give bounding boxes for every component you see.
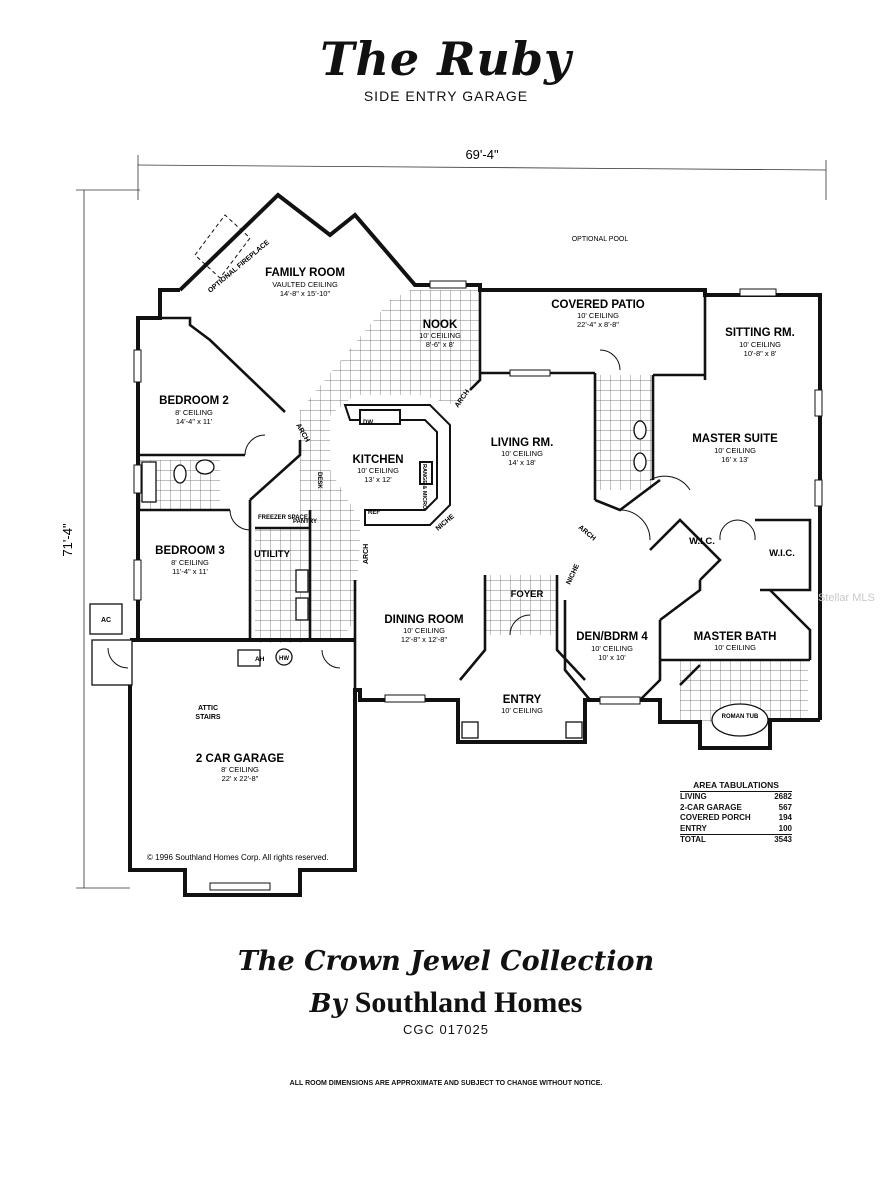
area-tabulations-title: AREA TABULATIONS	[680, 780, 792, 792]
arch-label-4: ARCH	[577, 524, 597, 542]
wic-left-label: W.I.C.	[689, 536, 715, 547]
bedroom2-size: 14'-4" x 11'	[176, 417, 213, 426]
ah-label: AH	[255, 656, 265, 663]
dimension-lines	[76, 155, 827, 889]
den-size: 10' x 10'	[598, 653, 626, 662]
nook-size: 8'-6" x 8'	[426, 340, 455, 349]
entry-name: ENTRY	[503, 694, 542, 706]
roman-tub	[711, 703, 769, 737]
copyright-text: © 1996 Southland Homes Corp. All rights …	[147, 853, 329, 862]
sitting-room-name: SITTING RM.	[725, 327, 795, 339]
stairs-label: STAIRS	[195, 714, 220, 721]
range-micro-label: RANGE & MICRO	[421, 464, 427, 510]
bedroom3-ceiling: 8' CEILING	[171, 558, 209, 567]
depth-dimension: 71'-4"	[60, 523, 75, 557]
kitchen-counter	[343, 404, 451, 526]
bedroom3-size: 11'-4" x 11'	[172, 567, 208, 576]
master-bath-name: MASTER BATH	[694, 631, 777, 643]
hw-label: HW	[279, 656, 289, 662]
nook-ceiling: 10' CEILING	[419, 331, 461, 340]
optional-pool-label: OPTIONAL POOL	[572, 236, 629, 243]
arch-label-3: ARCH	[363, 544, 370, 564]
dining-room-name: DINING ROOM	[384, 614, 463, 626]
width-dimension: 69'-4"	[465, 147, 499, 162]
freezer-space-label: FREEZER SPACE	[258, 515, 308, 521]
watermark: Stellar MLS	[818, 592, 875, 604]
master-suite-ceiling: 10' CEILING	[714, 446, 756, 455]
den-name: DEN/BDRM 4	[576, 631, 648, 643]
fixtures	[89, 420, 769, 739]
optional-fireplace-label: OPTIONAL FIREPLACE	[207, 239, 271, 294]
niche-label-2: NICHE	[565, 563, 581, 586]
utility-label: UTILITY	[254, 549, 291, 560]
kitchen-ceiling: 10' CEILING	[357, 466, 399, 475]
covered-patio-size: 22'-4" x 8'-8"	[577, 320, 619, 329]
by-text: By	[309, 989, 347, 1019]
sitting-room-size: 10'-8" x 8'	[744, 349, 777, 358]
interior-walls	[138, 290, 812, 702]
living-room-name: LIVING RM.	[491, 437, 554, 449]
desk-label: DESK	[316, 472, 322, 489]
nook-name: NOOK	[423, 319, 458, 331]
bedroom2-ceiling: 8' CEILING	[175, 408, 213, 417]
collection-title: The Crown Jewel Collection	[237, 946, 655, 977]
garage-name: 2 CAR GARAGE	[196, 753, 285, 765]
bedroom2-name: BEDROOM 2	[159, 395, 229, 407]
garage-ceiling: 8' CEILING	[221, 765, 259, 774]
kitchen-size: 13' x 12'	[364, 475, 392, 484]
foyer-label: FOYER	[511, 589, 544, 600]
door-swings	[107, 349, 756, 669]
windows	[133, 280, 823, 891]
sitting-room-ceiling: 10' CEILING	[739, 340, 781, 349]
family-room-name: FAMILY ROOM	[265, 267, 345, 279]
builder-name: Southland Homes	[354, 986, 583, 1019]
dining-room-size: 12'-8" x 12'-8"	[401, 635, 447, 644]
dw-label: DW	[363, 420, 373, 426]
wic-right-label: W.I.C.	[769, 548, 795, 559]
living-room-ceiling: 10' CEILING	[501, 449, 543, 458]
ac-label: AC	[101, 617, 111, 624]
covered-patio-name: COVERED PATIO	[551, 299, 645, 311]
plan-title: The Ruby	[320, 32, 572, 86]
family-room-size: 14'-8" x 15'-10"	[280, 289, 331, 298]
master-bath-ceiling: 10' CEILING	[714, 643, 756, 652]
kitchen-name: KITCHEN	[352, 454, 403, 466]
living-room-size: 14' x 18'	[508, 458, 536, 467]
entry-ceiling: 10' CEILING	[501, 706, 543, 715]
pantry-label: PANTRY	[293, 519, 317, 525]
master-suite-name: MASTER SUITE	[692, 433, 778, 445]
roman-tub-label: ROMAN TUB	[722, 714, 759, 720]
family-room-ceiling: VAULTED CEILING	[272, 280, 338, 289]
attic-label: ATTIC	[198, 705, 218, 712]
floor-plan: 69'-4" 71'-4"	[60, 147, 827, 897]
disclaimer: ALL ROOM DIMENSIONS ARE APPROXIMATE AND …	[289, 1080, 603, 1087]
room-labels: FAMILY ROOM VAULTED CEILING 14'-8" x 15'…	[155, 267, 795, 783]
ac-unit	[89, 603, 123, 635]
master-suite-size: 16' x 13'	[721, 455, 749, 464]
garage-size: 22' x 22'-8"	[222, 774, 259, 783]
plan-subtitle: SIDE ENTRY GARAGE	[363, 88, 529, 104]
license-number: CGC 017025	[403, 1022, 489, 1037]
ref-label: REF	[368, 510, 380, 516]
den-ceiling: 10' CEILING	[591, 644, 633, 653]
covered-patio-ceiling: 10' CEILING	[577, 311, 619, 320]
bedroom3-name: BEDROOM 3	[155, 545, 225, 557]
dining-room-ceiling: 10' CEILING	[403, 626, 445, 635]
